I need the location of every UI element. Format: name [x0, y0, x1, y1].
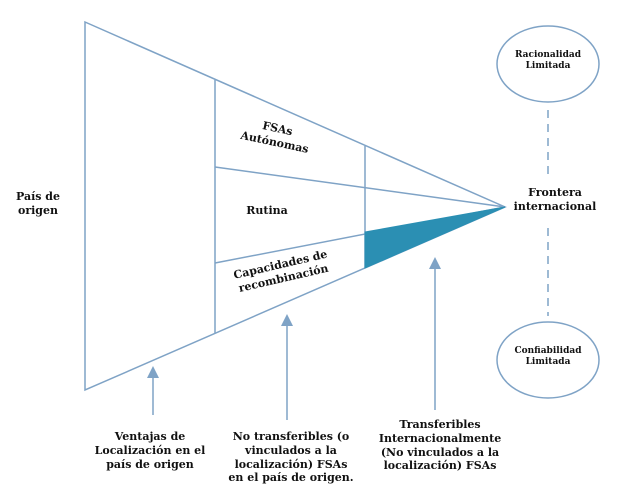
transferable-fsas-triangle — [364, 206, 506, 269]
confiabilidad-ellipse — [496, 321, 600, 399]
racionalidad-ellipse — [496, 25, 600, 103]
funnel-outline — [84, 20, 507, 392]
racionalidad-label: Racionalidad Limitada — [514, 50, 582, 72]
pais-origen-label: País de origen — [16, 190, 60, 217]
confiabilidad-label: Confiabilidad Limitada — [514, 346, 582, 368]
frontera-label: Frontera internacional — [513, 186, 597, 213]
rutina-label: Rutina — [246, 204, 288, 217]
no-transferibles-label: No transferibles (o vinculados a la loca… — [228, 430, 354, 485]
ventajas-label: Ventajas de Localización en el país de o… — [94, 430, 206, 471]
inner-line-upper — [214, 166, 506, 208]
transferibles-label: Transferibles Internacionalmente (No vin… — [378, 418, 502, 473]
